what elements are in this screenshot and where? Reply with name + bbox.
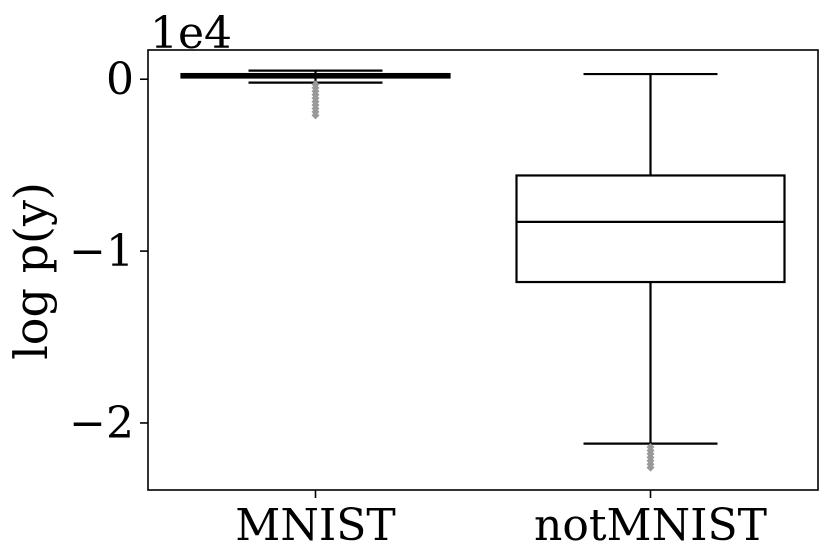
outlier-point: [646, 463, 655, 472]
y-tick-label: −2: [69, 398, 134, 449]
box-mnist: [180, 69, 451, 120]
x-tick-label: MNIST: [235, 500, 395, 551]
x-axis-ticks: MNIST notMNIST: [235, 490, 767, 551]
outlier-point: [311, 111, 320, 120]
y-axis-label: log p(y): [4, 182, 58, 360]
x-tick-label: notMNIST: [534, 500, 767, 551]
y-axis-ticks: 0 −1 −2: [69, 54, 148, 449]
y-tick-label: 0: [106, 54, 134, 105]
y-tick-label: −1: [69, 226, 134, 277]
box-notmnist: [515, 72, 786, 472]
iqr-box: [515, 174, 786, 284]
box-series: [180, 69, 786, 472]
y-axis-offset-label: 1e4: [150, 8, 232, 59]
